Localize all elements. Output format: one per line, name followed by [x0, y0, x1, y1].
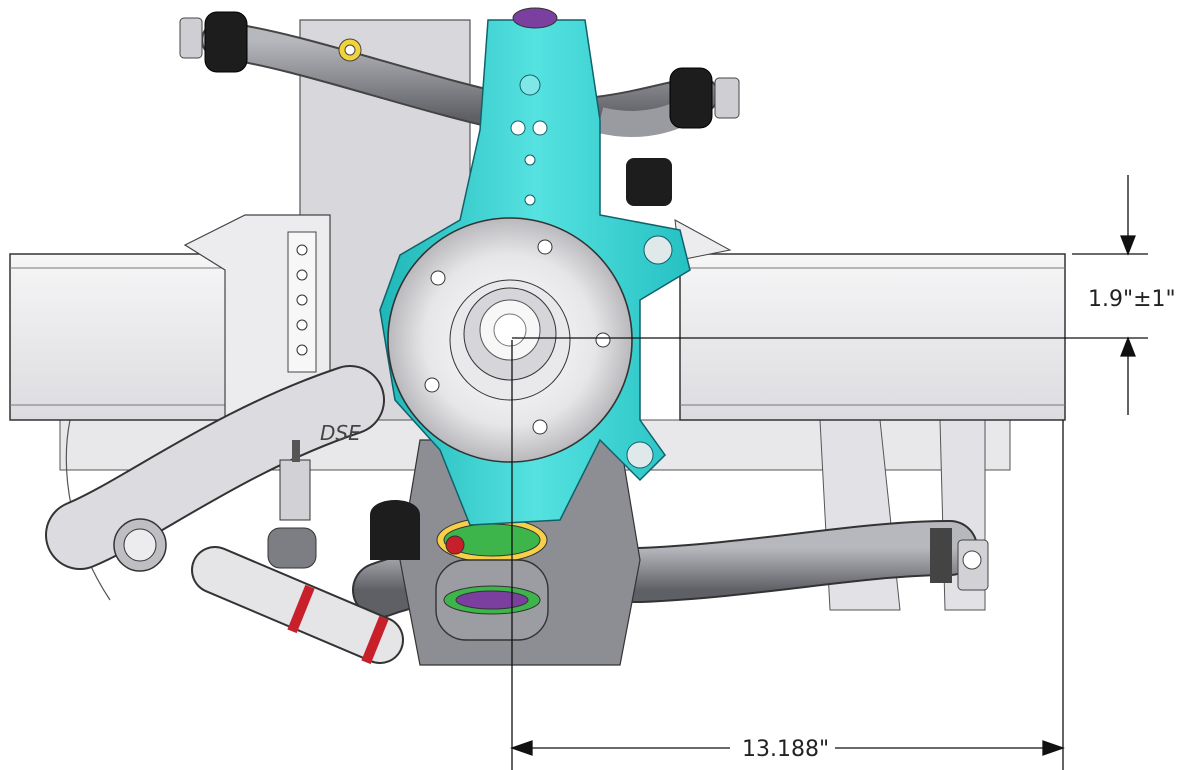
spring-pocket-bracket: [183, 214, 732, 421]
lower-ball-joint: [435, 517, 549, 641]
upper-bushing-right: [669, 67, 740, 129]
horizontal-dimension-label: 13.188": [742, 737, 829, 762]
vertical-dimension: [512, 175, 1148, 415]
horizontal-dimension: [510, 340, 1065, 770]
steering-arm-assembly: DSE: [45, 365, 385, 572]
dse-logo: DSE: [320, 421, 361, 445]
wheel-hub: [387, 217, 633, 463]
frame-rail-left: [9, 253, 251, 421]
upper-bushing-left: [179, 11, 248, 73]
height-dimension-label: 1.9"±1": [1088, 287, 1176, 312]
upper-bump-stop: [626, 158, 672, 206]
lower-bump-stop: [370, 500, 420, 560]
frame-rail-right: [679, 253, 1066, 421]
tie-rod: [191, 440, 404, 665]
